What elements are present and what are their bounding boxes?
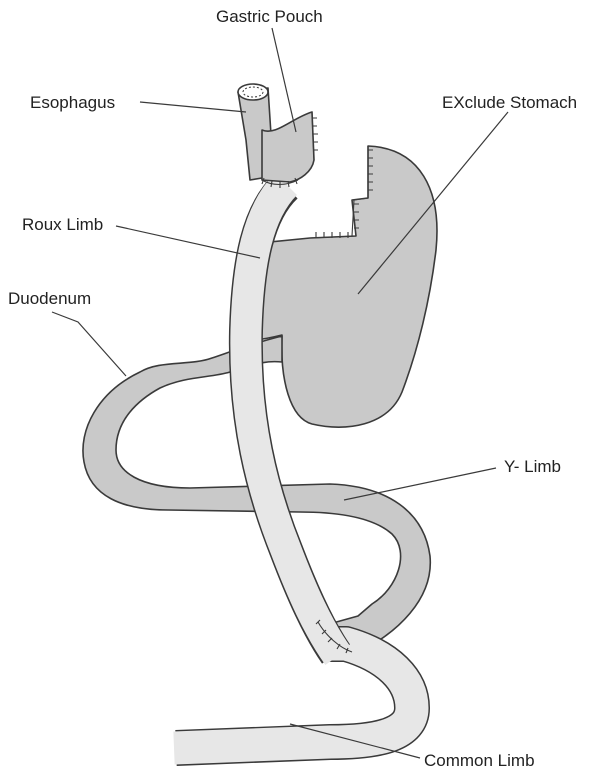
label-common-limb: Common Limb: [424, 751, 535, 770]
label-y-limb: Y- Limb: [504, 457, 561, 476]
leader-duodenum: [52, 312, 126, 376]
label-roux-limb: Roux Limb: [22, 215, 103, 234]
label-esophagus: Esophagus: [30, 93, 115, 112]
label-duodenum: Duodenum: [8, 289, 91, 308]
leader-roux-limb: [116, 226, 260, 258]
leader-esophagus: [140, 102, 246, 112]
leader-y-limb: [344, 468, 496, 500]
common-limb-fill: [174, 644, 412, 748]
leader-gastric-pouch: [272, 28, 296, 132]
label-gastric-pouch: Gastric Pouch: [216, 7, 323, 26]
label-excluded-stomach: EXclude Stomach: [442, 93, 577, 112]
